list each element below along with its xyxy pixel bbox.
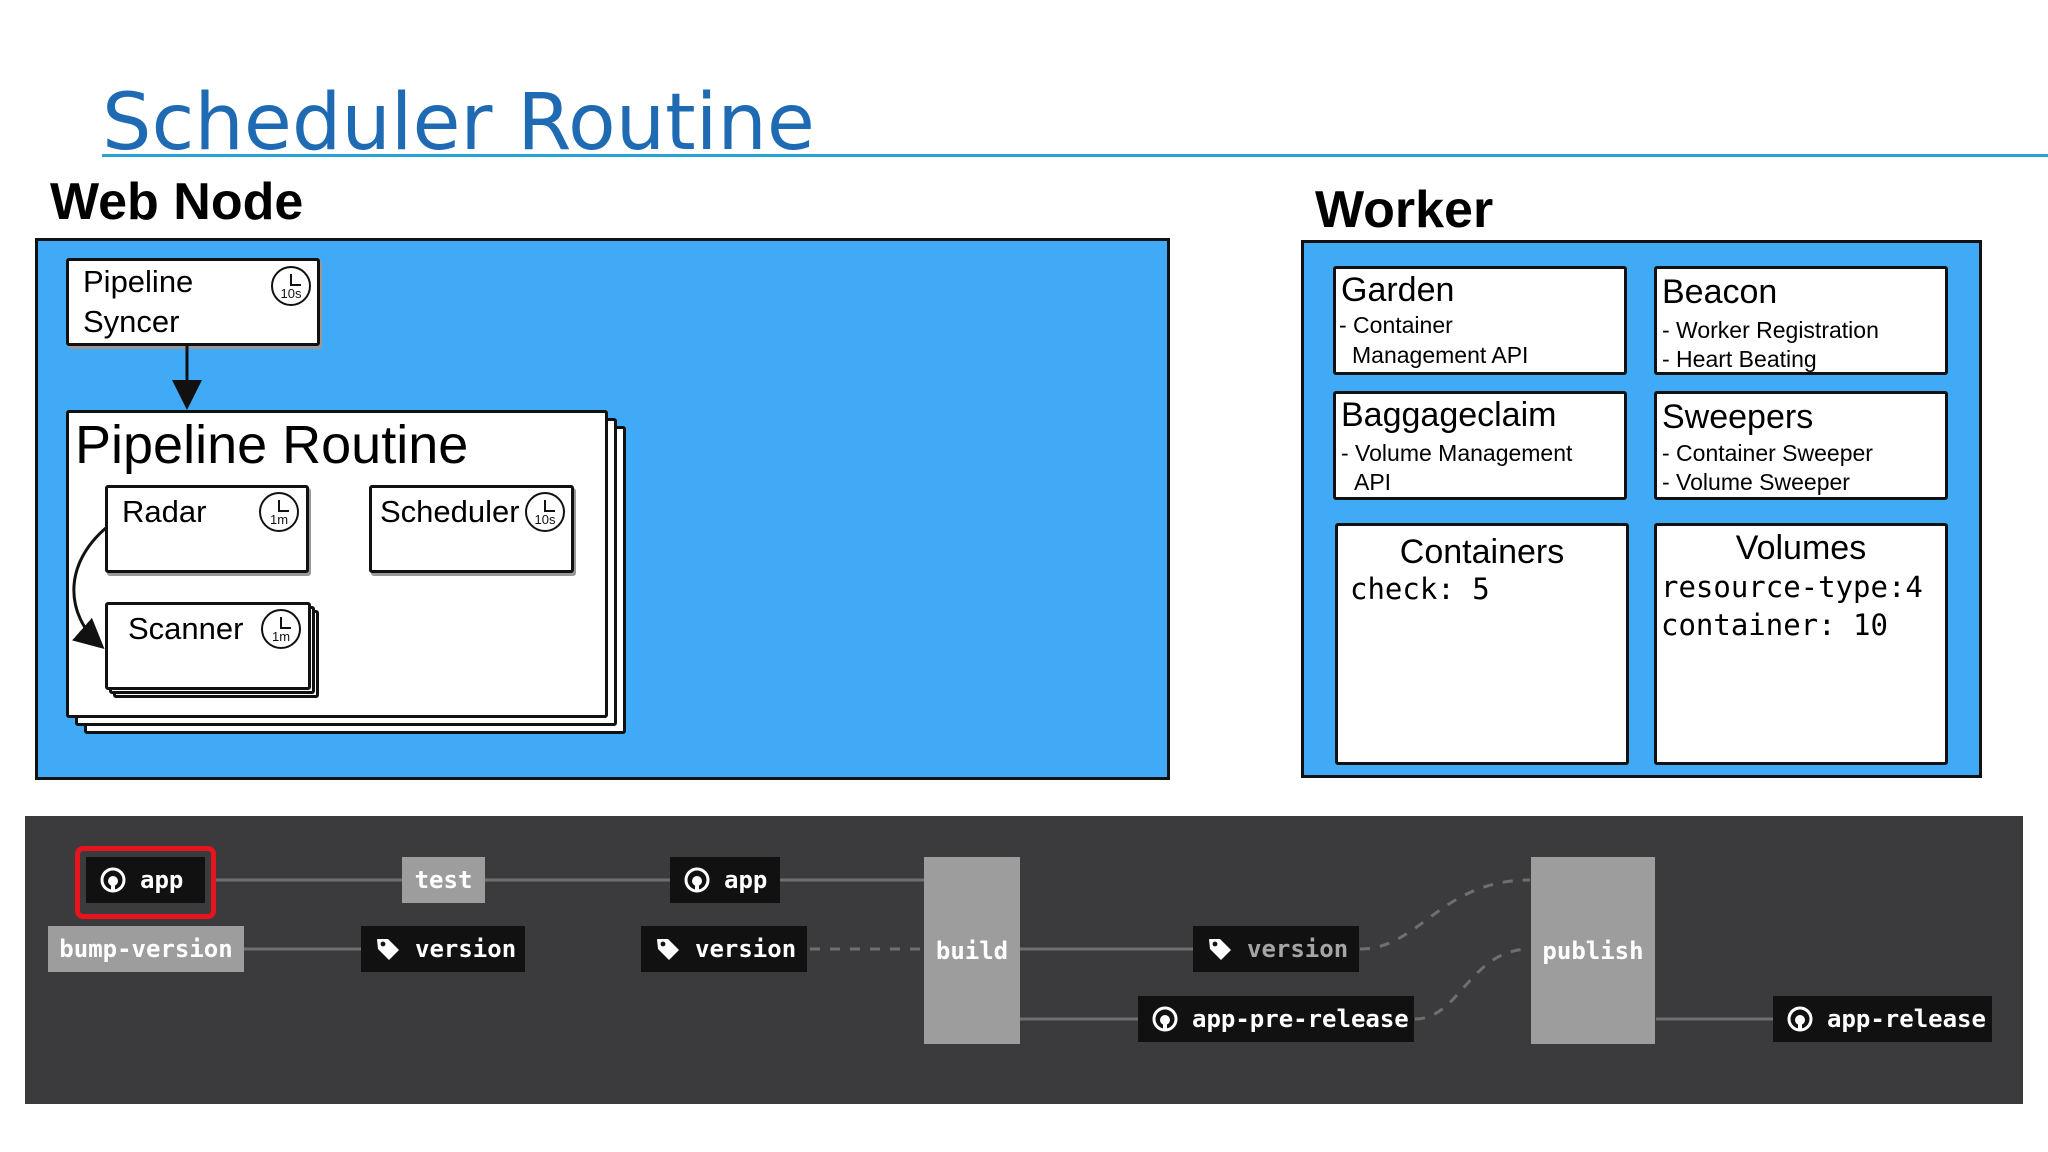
volumes-resource-type: resource-type:4 — [1661, 570, 1923, 604]
volumes-title: Volumes — [1735, 529, 1867, 567]
sweepers-title: Sweepers — [1662, 398, 1814, 436]
selected-highlight — [75, 846, 216, 919]
volumes-box: Volumes resource-type:4 container: 10 — [1654, 523, 1948, 765]
slide-title: Scheduler Routine — [102, 78, 815, 168]
pipeline-view — [25, 816, 2023, 1104]
job-bump-version[interactable]: bump-version — [48, 926, 244, 972]
scheduler-box: Scheduler 10s — [369, 485, 574, 573]
pipeline-syncer-label-2: Syncer — [83, 304, 180, 339]
resource-app[interactable]: app — [86, 857, 205, 903]
sweepers-line-1: - Container Sweeper — [1662, 440, 1873, 466]
clock-interval: 10s — [280, 286, 302, 301]
scheduler-label: Scheduler — [380, 494, 520, 529]
worker-heading: Worker — [1315, 181, 1494, 239]
resource-version-1[interactable]: version — [361, 926, 525, 972]
scanner-label: Scanner — [128, 611, 244, 646]
github-icon — [684, 867, 710, 893]
clock-icon: 10s — [271, 266, 311, 306]
baggageclaim-line-2: API — [1354, 469, 1392, 495]
radar-label: Radar — [122, 494, 207, 529]
resource-app-pre-release[interactable]: app-pre-release — [1138, 996, 1414, 1042]
radar-to-scanner-arrow — [72, 525, 108, 649]
clock-icon: 10s — [525, 492, 565, 532]
github-icon — [100, 867, 126, 893]
containers-check: check: 5 — [1350, 572, 1490, 606]
clock-interval: 1m — [269, 512, 289, 527]
garden-title: Garden — [1341, 271, 1455, 309]
job-test[interactable]: test — [402, 857, 485, 903]
job-build[interactable]: build — [924, 857, 1020, 1044]
resource-app-release[interactable]: app-release — [1773, 996, 1992, 1042]
sweepers-box: Sweepers - Container Sweeper - Volume Sw… — [1654, 391, 1948, 500]
clock-interval: 10s — [534, 512, 556, 527]
pipeline-syncer-label-1: Pipeline — [83, 264, 194, 299]
beacon-title: Beacon — [1662, 273, 1778, 311]
containers-box: Containers check: 5 — [1335, 523, 1629, 765]
garden-line-2: Management API — [1352, 342, 1529, 368]
tag-icon — [1207, 936, 1233, 962]
clock-icon: 1m — [259, 492, 299, 532]
beacon-line-1: - Worker Registration — [1662, 317, 1879, 343]
resource-app-release-label: app-release — [1827, 1005, 1986, 1033]
beacon-line-2: - Heart Beating — [1662, 346, 1817, 372]
resource-app-2[interactable]: app — [670, 857, 780, 903]
tag-icon — [375, 936, 401, 962]
resource-app-2-label: app — [724, 866, 768, 894]
volumes-container: container: 10 — [1661, 608, 1888, 642]
scanner-box: Scanner 1m — [105, 602, 311, 690]
radar-box: Radar 1m — [105, 485, 309, 573]
sweepers-line-2: - Volume Sweeper — [1662, 469, 1850, 495]
pipeline-routine-title: Pipeline Routine — [75, 415, 469, 475]
garden-box: Garden - Container Management API — [1333, 266, 1627, 375]
title-rule — [102, 154, 2048, 157]
github-icon — [1152, 1006, 1178, 1032]
baggageclaim-box: Baggageclaim - Volume Management API — [1333, 391, 1627, 500]
github-icon — [1787, 1006, 1813, 1032]
clock-icon: 1m — [261, 609, 301, 649]
web-node-heading: Web Node — [50, 173, 304, 231]
garden-line-1: - Container — [1339, 312, 1453, 338]
beacon-box: Beacon - Worker Registration - Heart Bea… — [1654, 266, 1948, 375]
resource-version-3[interactable]: version — [1193, 926, 1359, 972]
baggageclaim-title: Baggageclaim — [1341, 396, 1557, 434]
resource-version-3-label: version — [1247, 935, 1349, 963]
resource-version-2[interactable]: version — [641, 926, 807, 972]
resource-app-label: app — [140, 866, 184, 894]
resource-app-pre-release-label: app-pre-release — [1192, 1005, 1409, 1033]
resource-version-2-label: version — [695, 935, 797, 963]
containers-title: Containers — [1399, 533, 1565, 571]
job-publish[interactable]: publish — [1531, 857, 1655, 1044]
pipeline-syncer-box: Pipeline Syncer 10s — [66, 258, 320, 346]
tag-icon — [655, 936, 681, 962]
resource-version-1-label: version — [415, 935, 517, 963]
baggageclaim-line-1: - Volume Management — [1341, 440, 1573, 466]
clock-interval: 1m — [271, 629, 291, 644]
